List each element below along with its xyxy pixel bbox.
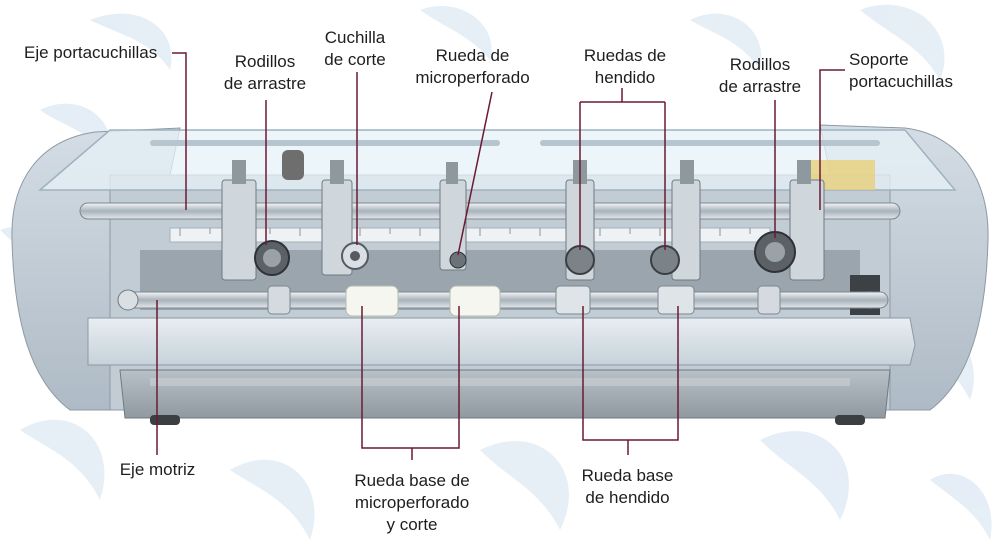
holder-right-support [789, 179, 825, 281]
label-rueda-base-microperforado: Rueda base de microperforado y corte [354, 471, 470, 534]
label-rodillos-arrastre-left: Rodillos de arrastre [223, 52, 307, 93]
crease-wheel-2 [650, 245, 680, 275]
base-wheel-microperf-cut-2 [449, 285, 501, 317]
label-cuchilla-corte: Cuchilla de corte [324, 28, 386, 69]
base-wheel-drag-left [267, 285, 291, 315]
perforating-wheel [449, 251, 467, 269]
base-wheel-crease-1 [555, 285, 591, 315]
label-eje-portacuchillas: Eje portacuchillas [24, 43, 158, 62]
label-eje-motriz: Eje motriz [119, 460, 196, 479]
holder-left-drag [221, 179, 257, 281]
output-tray [119, 369, 891, 419]
base-wheel-microperf-cut-1 [345, 285, 399, 317]
label-soporte-portacuchillas: Soporte portacuchillas [849, 50, 953, 91]
knife-holder-shaft [79, 202, 901, 220]
feed-plate [87, 317, 916, 366]
label-rueda-microperforado: Rueda de microperforado [415, 46, 530, 87]
crease-wheel-1 [565, 245, 595, 275]
label-rodillos-arrastre-right: Rodillos de arrastre [718, 55, 802, 96]
label-rueda-base-hendido: Rueda base de hendido [581, 466, 674, 507]
base-wheel-crease-2 [657, 285, 695, 315]
label-ruedas-hendido: Ruedas de hendido [583, 46, 667, 87]
base-wheel-drag-right [757, 285, 781, 315]
